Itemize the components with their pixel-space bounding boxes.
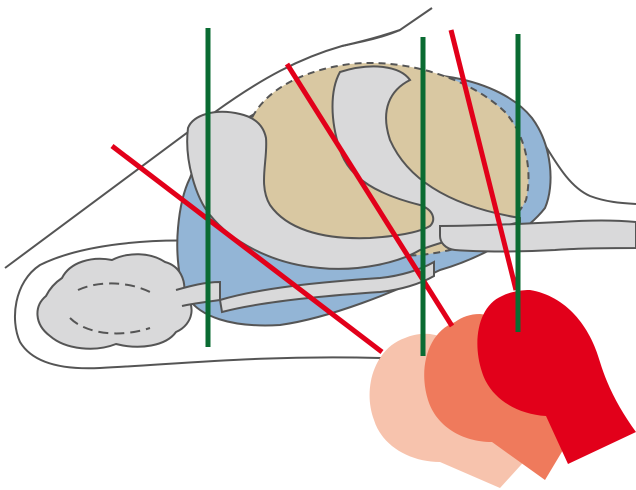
olfactory-bulb: [37, 254, 191, 348]
brainstem: [440, 221, 636, 252]
head-outline-right: [542, 140, 636, 204]
